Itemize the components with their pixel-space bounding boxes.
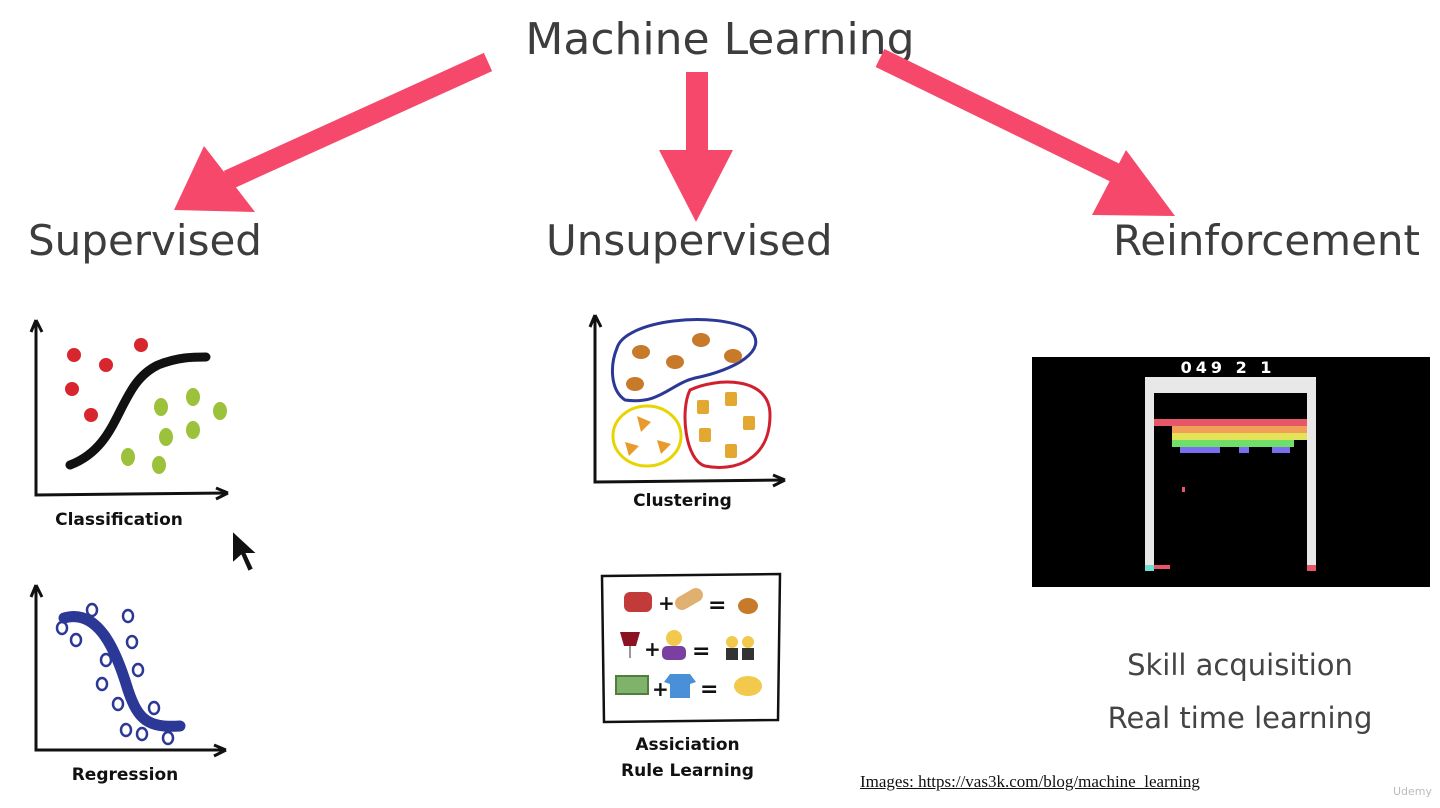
regression-curve — [58, 611, 186, 732]
caption-classification: Classification — [55, 510, 183, 530]
diagram-title: Machine Learning — [525, 14, 915, 65]
clustering-illustration — [588, 314, 786, 488]
category-supervised: Supervised — [28, 216, 262, 265]
classification-illustration — [29, 319, 229, 501]
regression-illustration — [29, 584, 227, 758]
category-reinforcement: Reinforcement — [1113, 216, 1421, 265]
arrow-to-reinforcement — [875, 49, 1175, 216]
svg-text:=: = — [692, 639, 710, 664]
burger-cluster — [611, 318, 758, 403]
caption-association-line-2: Rule Learning — [621, 761, 754, 781]
note-skill-acquisition: Skill acquisition — [1127, 648, 1353, 682]
data-point-icons — [55, 602, 175, 746]
note-real-time-learning: Real time learning — [1107, 701, 1373, 735]
association-illustration: + = + = + = — [600, 572, 782, 724]
mouse-cursor-icon — [231, 528, 260, 574]
image-credit-link[interactable]: Images: https://vas3k.com/blog/machine_l… — [860, 772, 1200, 791]
association-frame — [600, 572, 782, 724]
burger-icons — [626, 333, 742, 391]
beer-cluster — [683, 380, 772, 469]
arrow-to-supervised — [174, 52, 493, 212]
axes — [34, 320, 229, 497]
beer-icons — [697, 392, 755, 458]
association-row-3: + = — [615, 674, 762, 702]
svg-text:+: + — [652, 677, 669, 701]
association-row-2: + = — [620, 630, 754, 664]
caption-association: Assiciation Rule Learning — [595, 732, 780, 784]
caption-clustering: Clustering — [633, 491, 732, 511]
pizza-icons — [625, 416, 671, 456]
category-unsupervised: Unsupervised — [546, 216, 833, 265]
brand-watermark: Udemy — [1392, 785, 1432, 798]
breakout-game-screenshot: 049 2 1 — [1032, 357, 1430, 587]
caption-association-line-1: Assiciation — [635, 735, 740, 755]
association-row-1: + = — [624, 588, 758, 618]
caption-regression: Regression — [71, 765, 179, 785]
svg-text:=: = — [700, 677, 718, 702]
apple-icons — [65, 338, 148, 422]
game-score: 049 2 1 — [1181, 358, 1276, 377]
pear-icons — [121, 388, 227, 474]
svg-text:=: = — [708, 593, 726, 618]
arrow-to-unsupervised — [659, 72, 733, 222]
decision-boundary — [65, 352, 211, 470]
svg-text:+: + — [644, 637, 661, 661]
pizza-cluster — [611, 404, 683, 468]
svg-text:+: + — [658, 591, 675, 615]
